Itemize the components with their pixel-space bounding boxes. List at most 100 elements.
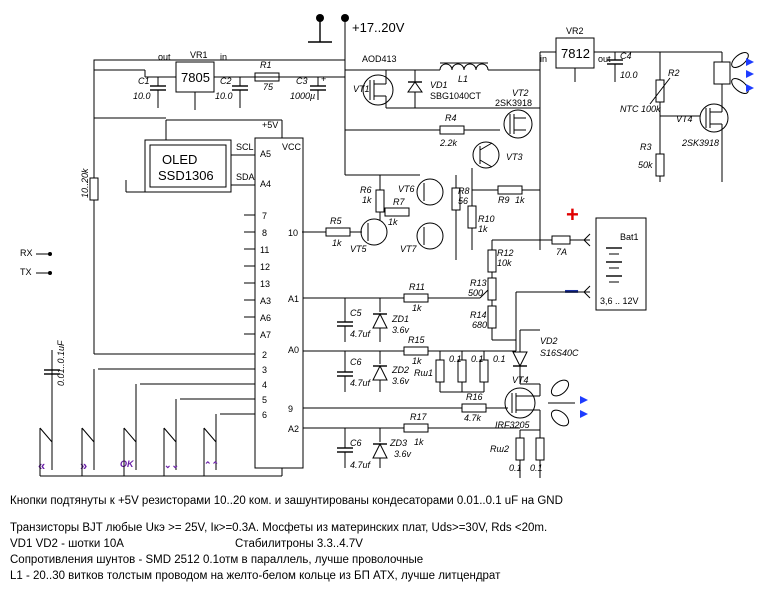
svg-text:7805: 7805 xyxy=(181,70,210,85)
svg-text:2SK3918: 2SK3918 xyxy=(495,98,532,108)
note-buttons: Кнопки подтянуты к +5V резисторами 10..2… xyxy=(10,495,563,507)
note-transistors: Транзисторы BJT любые Uкэ >= 25V, Iк>=0.… xyxy=(10,522,548,534)
svg-text:4: 4 xyxy=(262,380,267,390)
svg-text:2: 2 xyxy=(262,350,267,360)
svg-text:1k: 1k xyxy=(388,217,398,227)
svg-text:0.1: 0.1 xyxy=(530,463,543,473)
svg-text:+5V: +5V xyxy=(262,120,278,130)
zd3-zener: ZD3 3.6v xyxy=(372,428,412,468)
svg-text:1000µ: 1000µ xyxy=(290,91,315,101)
button-left[interactable]: « xyxy=(38,427,53,473)
vt3-transistor: VT3 xyxy=(472,141,523,169)
svg-text:4.7uf: 4.7uf xyxy=(350,378,372,388)
c6b-capacitor: C6 4.7uf xyxy=(337,428,372,470)
svg-text:1k: 1k xyxy=(362,195,372,205)
svg-text:4.7uf: 4.7uf xyxy=(350,329,372,339)
svg-text:out: out xyxy=(158,52,171,62)
svg-text:SBG1040CT: SBG1040CT xyxy=(430,91,482,101)
r1-resistor: R1 75 xyxy=(254,60,280,92)
svg-text:0.01..0.1uF: 0.01..0.1uF xyxy=(56,340,66,386)
r9-resistor: R9 1k xyxy=(497,185,525,205)
svg-text:56: 56 xyxy=(458,196,468,206)
svg-text:VT5: VT5 xyxy=(350,244,368,254)
r13-trimmer: R13 500 xyxy=(468,277,497,301)
button-ok[interactable]: OK xyxy=(120,384,137,470)
svg-text:2.2k: 2.2k xyxy=(439,138,458,148)
svg-text:VT4: VT4 xyxy=(512,375,529,385)
r11-resistor: R11 1k xyxy=(403,282,429,313)
svg-text:R16: R16 xyxy=(466,392,483,402)
svg-text:0.1: 0.1 xyxy=(471,354,484,364)
button-right[interactable]: » xyxy=(80,369,95,473)
r8-resistor: R8 56 xyxy=(451,186,470,211)
svg-text:A2: A2 xyxy=(288,424,299,434)
svg-text:C5: C5 xyxy=(350,308,362,318)
svg-text:1k: 1k xyxy=(332,238,342,248)
l1-inductor: L1 xyxy=(439,62,489,84)
svg-text:A4: A4 xyxy=(260,179,271,189)
c3-capacitor: C3 1000µ + xyxy=(290,74,326,101)
svg-text:VT3: VT3 xyxy=(506,152,523,162)
svg-text:R1: R1 xyxy=(260,60,272,70)
fan-icon xyxy=(548,379,588,427)
svg-text:R9: R9 xyxy=(498,195,510,205)
c4-capacitor: C4 10.0 xyxy=(607,51,638,82)
svg-text:VT6: VT6 xyxy=(398,184,415,194)
svg-text:L1: L1 xyxy=(458,74,468,84)
svg-text:8: 8 xyxy=(262,228,267,238)
svg-text:SCL: SCL xyxy=(236,142,254,152)
svg-text:»: » xyxy=(80,458,87,473)
r15-resistor: R15 1k xyxy=(403,335,429,366)
svg-text:VD1: VD1 xyxy=(430,80,448,90)
note-diodes: VD1 VD2 - шотки 10A xyxy=(10,538,124,550)
svg-text:1k: 1k xyxy=(412,356,422,366)
shunt-2: Rш2 0.1 0.1 xyxy=(490,429,545,478)
tx-label: TX xyxy=(20,267,32,277)
note-inductor: L1 - 20..30 витков толстым проводом на ж… xyxy=(10,570,501,582)
shunt-1: Rш1 0.1 0.1 0.1 xyxy=(414,351,506,392)
svg-text:0.1: 0.1 xyxy=(493,354,506,364)
svg-text:ZD1: ZD1 xyxy=(391,314,409,324)
note-shunts: Сопротивления шунтов - SMD 2512 0.1отм в… xyxy=(10,554,424,566)
svg-text:10.0: 10.0 xyxy=(215,91,233,101)
svg-text:R4: R4 xyxy=(445,113,457,123)
svg-text:VD2: VD2 xyxy=(540,336,558,346)
svg-text:11: 11 xyxy=(260,245,269,255)
svg-text:+: + xyxy=(321,74,326,84)
svg-text:R5: R5 xyxy=(330,216,342,226)
svg-text:10: 10 xyxy=(288,228,298,238)
svg-text:SSD1306: SSD1306 xyxy=(158,168,214,183)
r14-resistor: R14 680 xyxy=(470,305,497,330)
svg-text:6: 6 xyxy=(262,410,267,420)
c5-capacitor: C5 4.7uf xyxy=(337,298,372,342)
ground-symbols-top xyxy=(308,14,349,43)
fan-icon-top xyxy=(713,52,754,94)
r-pullup: 10..20k xyxy=(80,168,99,201)
svg-text:AOD413: AOD413 xyxy=(362,54,397,64)
svg-text:R13: R13 xyxy=(470,278,487,288)
c6a-capacitor: C6 4.7uf xyxy=(337,351,372,392)
svg-text:3.6v: 3.6v xyxy=(392,325,410,335)
svg-text:in: in xyxy=(540,54,547,64)
oled-module: OLED SSD1306 SCL SDA xyxy=(144,139,255,193)
svg-text:9: 9 xyxy=(288,404,293,414)
svg-text:Rш1: Rш1 xyxy=(414,368,433,378)
svg-text:3,6 .. 12V: 3,6 .. 12V xyxy=(600,296,639,306)
svg-text:R15: R15 xyxy=(408,335,426,345)
svg-text:0.1: 0.1 xyxy=(449,354,462,364)
svg-text:1k: 1k xyxy=(414,437,424,447)
fuse: 7A xyxy=(551,235,571,257)
button-down[interactable]: ⌄⌄ xyxy=(163,399,179,470)
svg-text:1k: 1k xyxy=(515,195,525,205)
vt7-transistor: VT7 xyxy=(400,222,444,254)
vd1-diode: VD1 SBG1040CT xyxy=(407,70,482,108)
button-up[interactable]: ⌃⌃ xyxy=(203,414,219,470)
svg-text:ZD3: ZD3 xyxy=(389,438,407,448)
svg-text:VT7: VT7 xyxy=(400,244,418,254)
vt5-transistor: VT5 xyxy=(350,218,388,254)
svg-text:⌄⌄: ⌄⌄ xyxy=(164,460,179,470)
svg-text:R11: R11 xyxy=(409,282,425,292)
svg-text:R6: R6 xyxy=(360,185,372,195)
svg-text:Rш2: Rш2 xyxy=(490,444,509,454)
svg-text:OK: OK xyxy=(120,459,135,469)
